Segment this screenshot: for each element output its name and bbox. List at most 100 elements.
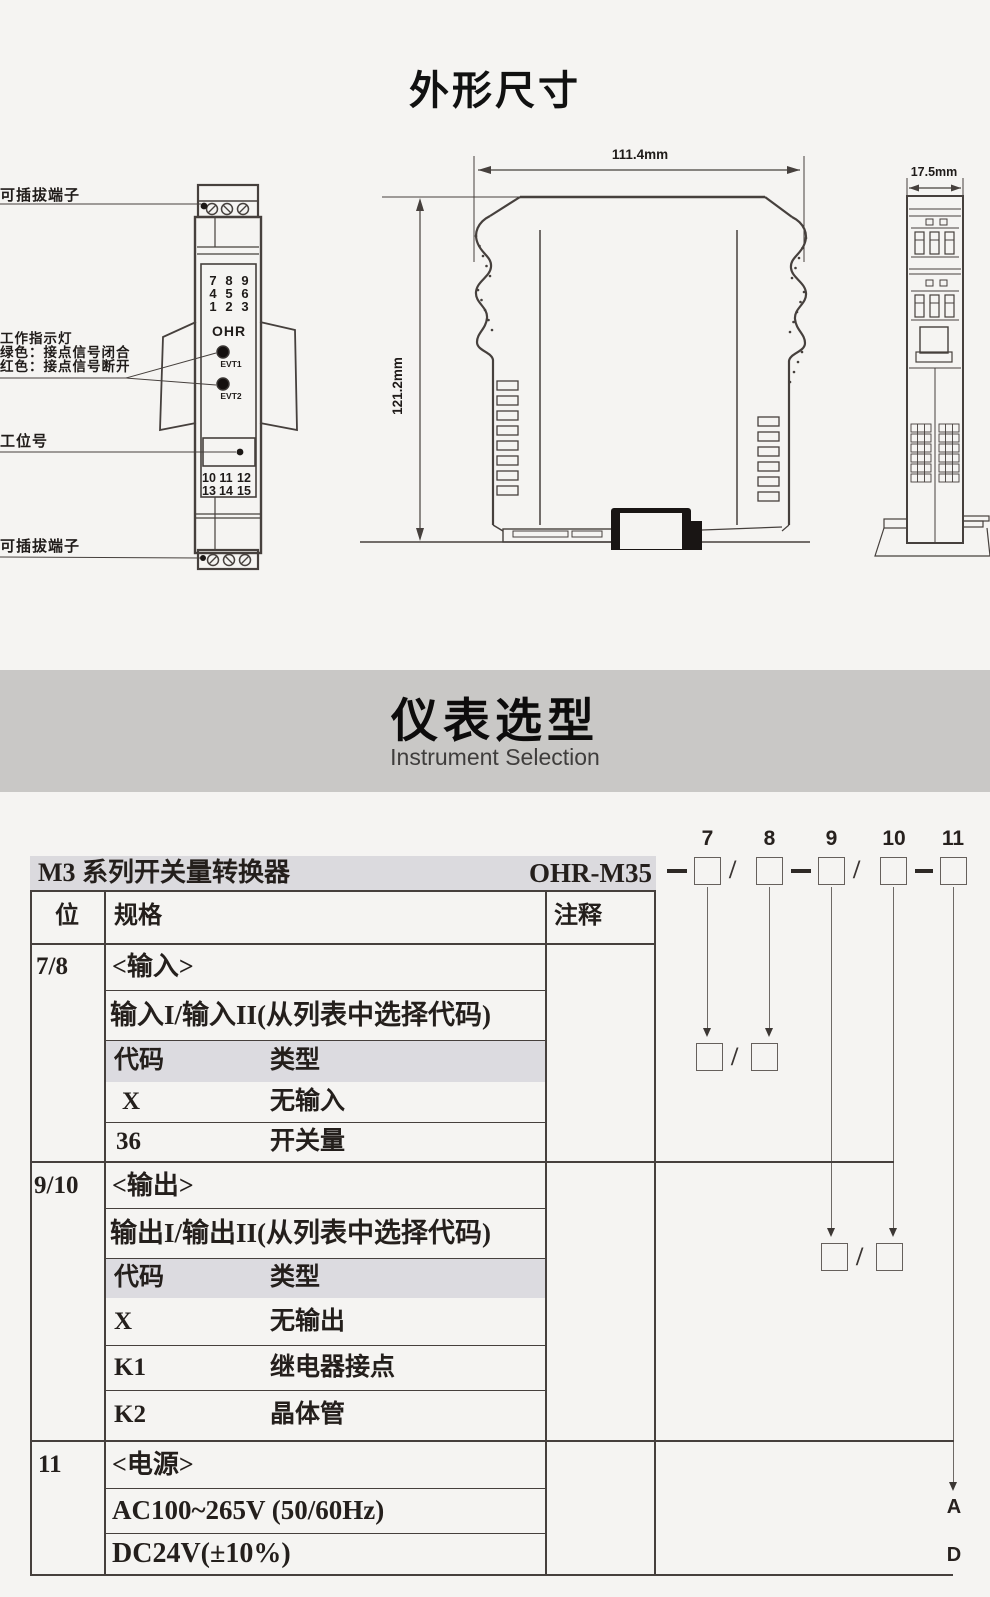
model-number: OHR-M35 xyxy=(529,858,652,888)
pin-number: 2 xyxy=(225,299,232,314)
code-dash xyxy=(791,869,811,873)
brand-logo: OHR xyxy=(212,323,246,339)
pin-number: 11 xyxy=(219,471,232,485)
row-divider xyxy=(104,1258,545,1259)
input-code-box-1 xyxy=(696,1043,723,1071)
depth-dimension: 17.5mm xyxy=(911,165,958,179)
output-section-title: <输出> xyxy=(112,1171,194,1200)
type-header: 类型 xyxy=(270,1047,321,1074)
section-banner xyxy=(0,670,990,792)
code-value: 36 xyxy=(116,1128,141,1155)
extension-line xyxy=(656,1161,894,1163)
extension-line xyxy=(656,1440,954,1442)
pos-7-8: 7/8 xyxy=(36,953,68,980)
type-value: 无输入 xyxy=(270,1088,346,1115)
input-code-box-2 xyxy=(751,1043,778,1071)
row-divider xyxy=(104,1345,545,1346)
pin-number: 9 xyxy=(241,273,248,288)
digit-11: 11 xyxy=(941,827,965,850)
row-divider xyxy=(104,1122,545,1123)
label-indicator-green: 绿色：接点信号闭合 xyxy=(0,345,131,360)
type-value: 继电器接点 xyxy=(270,1354,396,1381)
code-slash: / xyxy=(729,855,737,884)
pin-number: 4 xyxy=(209,286,217,301)
end-view-drawing: 17.5mm xyxy=(874,165,990,557)
code-header: 代码 xyxy=(114,1047,165,1074)
leader-line-8 xyxy=(769,887,770,1028)
digit-9: 9 xyxy=(825,827,838,850)
code-box-9 xyxy=(818,857,845,885)
header-spec: 规格 xyxy=(114,903,162,929)
page-title: 外形尺寸 xyxy=(409,69,581,113)
label-indicator-red: 红色：接点信号断开 xyxy=(0,359,131,374)
leader-line-7 xyxy=(707,887,708,1028)
code-value: K2 xyxy=(114,1401,146,1428)
arrow-icon xyxy=(703,1028,711,1037)
arrow-icon xyxy=(765,1028,773,1037)
pin-number: 3 xyxy=(241,299,248,314)
row-divider xyxy=(30,1161,656,1163)
leader-line-9 xyxy=(831,887,832,1228)
code-slash: / xyxy=(856,1242,864,1271)
code-box-10 xyxy=(880,857,907,885)
row-divider xyxy=(30,943,656,945)
row-divider xyxy=(104,1533,545,1534)
code-header-band xyxy=(106,1258,545,1298)
label-indicator-title: 工作指示灯 xyxy=(0,331,73,346)
row-divider xyxy=(104,990,545,991)
height-dimension: 121.2mm xyxy=(390,357,405,415)
power-option-ac: AC100~265V (50/60Hz) xyxy=(112,1495,385,1525)
label-bottom-terminal: 可插拔端子 xyxy=(0,538,81,555)
code-dash xyxy=(915,869,933,873)
code-header-band xyxy=(106,1040,545,1082)
digit-8: 8 xyxy=(763,827,776,850)
power-code-ac: A xyxy=(946,1496,962,1518)
pin-number: 6 xyxy=(241,286,248,301)
product-title-band xyxy=(30,856,656,890)
input-subtitle: 输入I/输入II(从列表中选择代码) xyxy=(110,1000,492,1030)
row-divider xyxy=(104,1390,545,1391)
type-value: 开关量 xyxy=(270,1128,346,1155)
front-view-drawing: 7 8 9 4 5 6 1 2 3 OHR EVT1 EVT2 10 11 12… xyxy=(0,183,298,571)
row-divider xyxy=(104,1208,545,1209)
code-box-7 xyxy=(694,857,721,885)
column-divider xyxy=(545,890,547,1576)
digit-7: 7 xyxy=(701,827,714,850)
code-value: X xyxy=(122,1088,141,1115)
side-view-drawing: 111.4mm 121.2mm xyxy=(360,147,810,550)
type-value: 无输出 xyxy=(270,1308,346,1335)
output-code-box-1 xyxy=(821,1243,848,1271)
leader-line-10 xyxy=(893,887,894,1228)
pos-9-10: 9/10 xyxy=(34,1172,79,1199)
column-divider xyxy=(104,890,106,1576)
code-box-8 xyxy=(756,857,783,885)
code-header: 代码 xyxy=(114,1264,165,1291)
type-header: 类型 xyxy=(270,1264,321,1291)
extension-line xyxy=(656,1574,953,1576)
pin-number: 8 xyxy=(225,273,232,288)
series-title: M3 系列开关量转换器 xyxy=(38,858,291,887)
width-dimension: 111.4mm xyxy=(612,147,668,162)
label-top-terminal: 可插拔端子 xyxy=(0,187,81,204)
code-value: K1 xyxy=(114,1354,146,1381)
code-dash xyxy=(667,869,687,873)
pin-number: 15 xyxy=(237,484,251,498)
power-option-dc: DC24V(±10%) xyxy=(112,1538,291,1569)
pin-number: 1 xyxy=(209,299,216,314)
power-code-dc: D xyxy=(946,1544,962,1566)
arrow-icon xyxy=(949,1482,957,1491)
digit-10: 10 xyxy=(882,827,906,850)
code-slash: / xyxy=(731,1042,739,1071)
leader-line-11 xyxy=(953,887,954,1482)
code-slash: / xyxy=(853,855,861,884)
pin-number: 14 xyxy=(219,484,233,498)
label-station-number: 工位号 xyxy=(0,433,49,450)
header-note: 注释 xyxy=(554,903,602,929)
banner-subtitle: Instrument Selection xyxy=(390,744,600,770)
pin-number: 7 xyxy=(209,273,216,288)
input-section-title: <输入> xyxy=(112,952,194,981)
output-code-box-2 xyxy=(876,1243,903,1271)
selection-table-frame xyxy=(30,890,656,1576)
output-subtitle: 输出I/输出II(从列表中选择代码) xyxy=(110,1218,492,1248)
led1-label: EVT1 xyxy=(220,359,242,369)
